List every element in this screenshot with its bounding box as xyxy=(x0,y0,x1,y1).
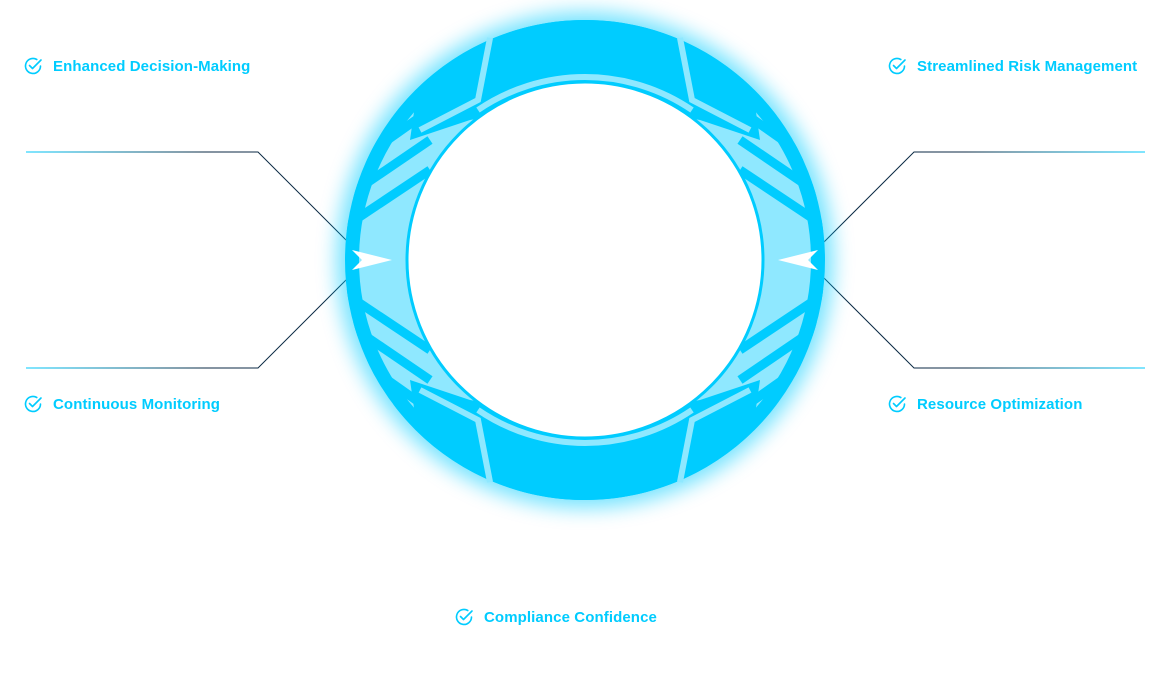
benefit-label: Continuous Monitoring xyxy=(53,395,221,413)
benefit-continuous-monitoring: Continuous Monitoring xyxy=(23,392,220,416)
connector-bottom-left xyxy=(26,273,353,369)
benefit-label: Compliance Confidence xyxy=(484,608,657,626)
benefit-enhanced-decision-making: Enhanced Decision-Making xyxy=(23,54,250,78)
benefit-label: Streamlined Risk Management xyxy=(917,57,1138,75)
benefit-label: Resource Optimization xyxy=(917,395,1083,413)
benefit-resource-optimization: Resource Optimization xyxy=(887,392,1082,416)
benefit-compliance-confidence: Compliance Confidence xyxy=(454,605,657,629)
benefit-label: Enhanced Decision-Making xyxy=(53,57,251,75)
connector-top-left xyxy=(26,151,353,247)
central-ring xyxy=(337,12,833,508)
check-circle-icon xyxy=(455,608,473,626)
check-circle-icon xyxy=(888,395,906,413)
check-circle-icon xyxy=(24,395,42,413)
connector-bottom-right xyxy=(819,273,1145,369)
check-circle-icon xyxy=(888,57,906,75)
check-circle-icon xyxy=(24,57,42,75)
connector-lines xyxy=(26,151,1145,598)
benefit-streamlined-risk-management: Streamlined Risk Management xyxy=(887,54,1137,78)
connector-top-right xyxy=(819,151,1145,247)
